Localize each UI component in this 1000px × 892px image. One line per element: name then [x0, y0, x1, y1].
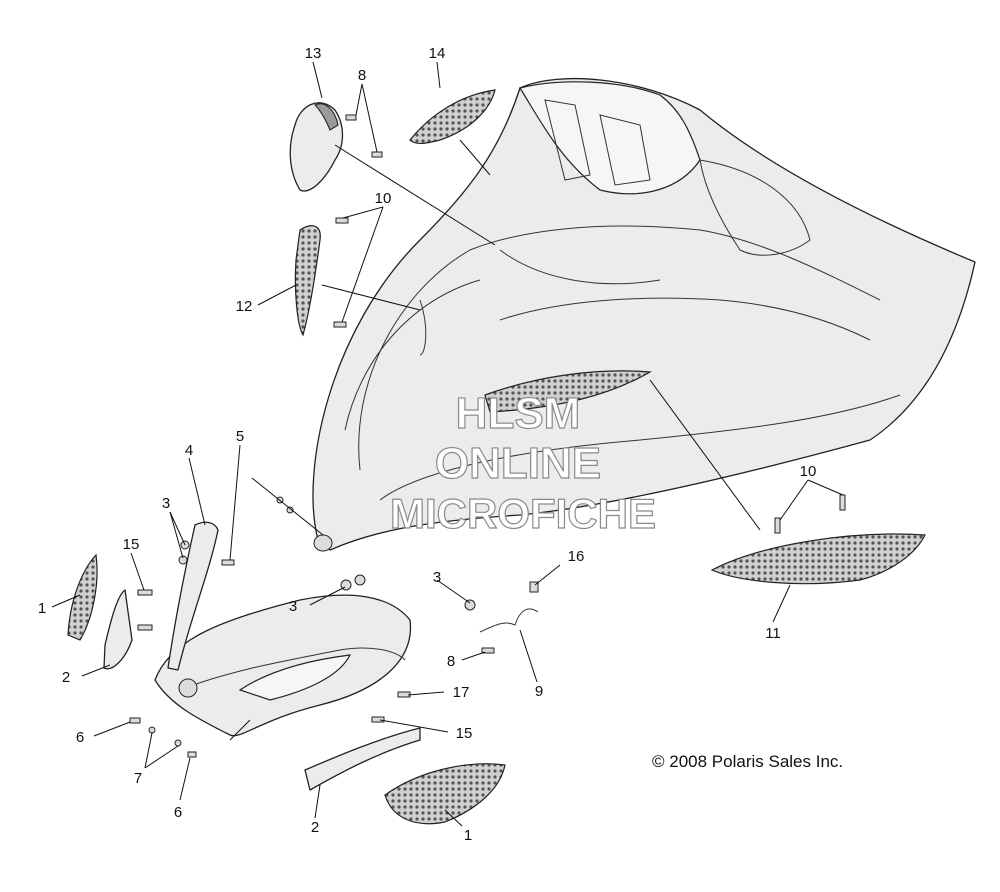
callout-14: 14 [429, 45, 446, 62]
callout-6-upper: 6 [76, 729, 84, 746]
callout-16: 16 [568, 548, 585, 565]
bottom-trim-bar [304, 727, 421, 791]
callout-3-middle: 3 [289, 598, 297, 615]
callout-12: 12 [236, 298, 253, 315]
callout-10-left: 10 [375, 190, 392, 207]
bottom-grille [384, 763, 506, 825]
callout-1-bottom: 1 [464, 827, 472, 844]
callout-8-lower: 8 [447, 653, 455, 670]
callout-15-lower: 15 [456, 725, 473, 742]
fasteners [129, 114, 846, 758]
copyright-notice: © 2008 Polaris Sales Inc. [652, 752, 843, 771]
front-bumper [154, 594, 412, 737]
side-light [294, 225, 321, 337]
bumper-bracket [167, 521, 219, 671]
hood-assembly [312, 77, 976, 552]
watermark-line-2: ONLINE [435, 439, 601, 488]
callout-3-right: 3 [433, 569, 441, 586]
callout-17: 17 [453, 684, 470, 701]
callout-13: 13 [305, 45, 322, 62]
callout-5: 5 [236, 428, 244, 445]
hood-side-grille [484, 370, 652, 413]
callout-8-top: 8 [358, 67, 366, 84]
callout-6-lower: 6 [174, 804, 182, 821]
left-trim-clip [103, 589, 133, 670]
callout-1-left: 1 [38, 600, 46, 617]
callout-2-left: 2 [62, 669, 70, 686]
callout-3-upper: 3 [162, 495, 170, 512]
watermark-line-3: MICROFICHE [390, 490, 656, 537]
top-vent-grille [409, 89, 496, 145]
corner-cover [289, 102, 344, 192]
callout-2-bottom: 2 [311, 819, 319, 836]
callout-10-right: 10 [800, 463, 817, 480]
callout-7: 7 [134, 770, 142, 787]
wire-harness [479, 608, 539, 633]
left-grille [67, 553, 98, 641]
callout-4: 4 [185, 442, 193, 459]
watermark: HLSM ONLINE MICROFICHE [389, 388, 656, 537]
callout-15-left: 15 [123, 536, 140, 553]
callout-9: 9 [535, 683, 543, 700]
callout-labels: 13 8 14 10 12 4 5 3 15 1 3 3 16 10 11 2 … [38, 45, 817, 844]
right-grille [710, 533, 926, 585]
callout-11: 11 [765, 625, 781, 642]
leader-lines [51, 61, 844, 827]
watermark-line-1: HLSM [456, 389, 581, 438]
